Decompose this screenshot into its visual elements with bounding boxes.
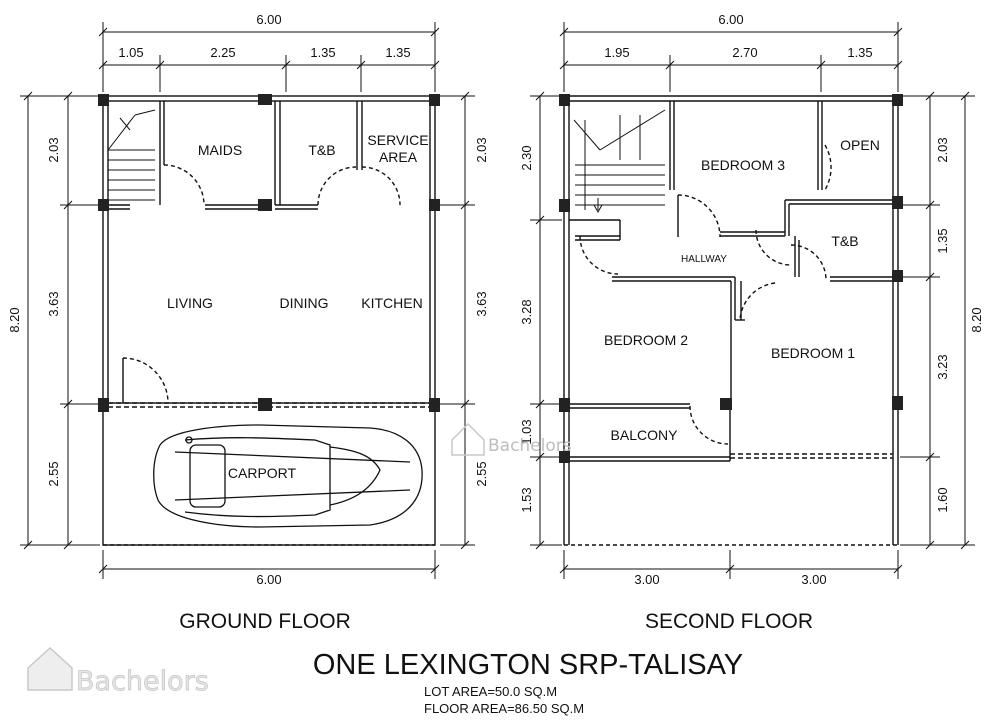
ground-left-seg-1: 2.03 — [46, 137, 61, 162]
room-hallway: HALLWAY — [681, 254, 727, 265]
second-right-seg-3: 3.23 — [935, 354, 950, 379]
watermark-text-center: Bachelors — [488, 436, 572, 456]
second-top-seg-1: 1.95 — [604, 45, 629, 60]
center-watermark: Bachelors — [451, 422, 572, 456]
room-service-area-line1: SERVICE — [367, 132, 428, 148]
lot-area: LOT AREA=50.0 SQ.M — [424, 684, 557, 699]
ground-top-total: 6.00 — [256, 12, 281, 27]
room-kitchen: KITCHEN — [361, 295, 422, 311]
room-maids: MAIDS — [198, 142, 242, 158]
ground-top-seg-3: 1.35 — [310, 45, 335, 60]
second-top-seg-2: 2.70 — [732, 45, 757, 60]
ground-top-seg-4: 1.35 — [385, 45, 410, 60]
room-living: LIVING — [167, 295, 213, 311]
corner-watermark: Bachelors — [27, 646, 209, 697]
second-bottom-dimensions — [559, 550, 903, 579]
second-left-seg-1: 2.30 — [519, 145, 534, 170]
car-illustration — [153, 424, 423, 528]
second-left-dimensions — [530, 91, 562, 550]
ground-top-seg-1: 1.05 — [118, 45, 143, 60]
second-top-total: 6.00 — [718, 12, 743, 27]
room-service-area-line2: AREA — [379, 149, 418, 165]
room-second-tb: T&B — [831, 233, 858, 249]
second-right-total: 8.20 — [969, 307, 984, 332]
second-walls — [563, 95, 899, 546]
ground-bottom-total: 6.00 — [256, 572, 281, 587]
second-left-seg-3: 1.03 — [519, 419, 534, 444]
room-bedroom-1: BEDROOM 1 — [771, 345, 855, 361]
second-bottom-seg-2: 3.00 — [801, 572, 826, 587]
ground-floor-title: GROUND FLOOR — [179, 610, 351, 633]
second-left-seg-4: 1.53 — [519, 487, 534, 512]
second-columns — [559, 94, 903, 463]
room-bedroom-3: BEDROOM 3 — [701, 157, 785, 173]
ground-top-dimensions — [98, 22, 440, 92]
second-right-seg-4: 1.60 — [935, 487, 950, 512]
ground-bottom-dimensions — [98, 550, 440, 579]
floor-area: FLOOR AREA=86.50 SQ.M — [424, 701, 584, 716]
second-floor-title: SECOND FLOOR — [645, 610, 813, 633]
ground-left-seg-3: 2.55 — [46, 461, 61, 486]
room-open: OPEN — [840, 137, 880, 153]
watermark-text-corner: Bachelors — [76, 666, 209, 697]
room-bedroom-2: BEDROOM 2 — [604, 332, 688, 348]
second-left-seg-2: 3.28 — [519, 299, 534, 324]
second-floor-plan — [530, 22, 975, 579]
watermark-house-icon — [451, 422, 485, 456]
ground-left-total: 8.20 — [7, 307, 22, 332]
ground-columns — [98, 94, 440, 412]
ground-top-seg-2: 2.25 — [210, 45, 235, 60]
second-right-dimensions — [900, 91, 975, 550]
second-right-seg-1: 2.03 — [935, 137, 950, 162]
ground-right-seg-1: 2.03 — [474, 137, 489, 162]
room-balcony: BALCONY — [611, 427, 679, 443]
room-ground-tb: T&B — [308, 142, 335, 158]
ground-floor-plan — [20, 22, 475, 579]
ground-right-dimensions — [440, 91, 475, 550]
second-right-seg-2: 1.35 — [935, 228, 950, 253]
room-dining: DINING — [280, 295, 329, 311]
second-top-seg-3: 1.35 — [847, 45, 872, 60]
second-top-dimensions — [559, 22, 903, 92]
ground-right-seg-3: 2.55 — [474, 461, 489, 486]
ground-stairs — [107, 109, 156, 201]
room-carport: CARPORT — [228, 465, 297, 481]
project-name: ONE LEXINGTON SRP-TALISAY — [313, 649, 743, 681]
ground-left-dimensions — [20, 91, 100, 550]
second-bottom-seg-1: 3.00 — [634, 572, 659, 587]
ground-left-seg-2: 3.63 — [46, 291, 61, 316]
second-stairs — [573, 109, 666, 214]
ground-right-seg-2: 3.63 — [474, 291, 489, 316]
watermark-logo-icon — [27, 646, 73, 691]
